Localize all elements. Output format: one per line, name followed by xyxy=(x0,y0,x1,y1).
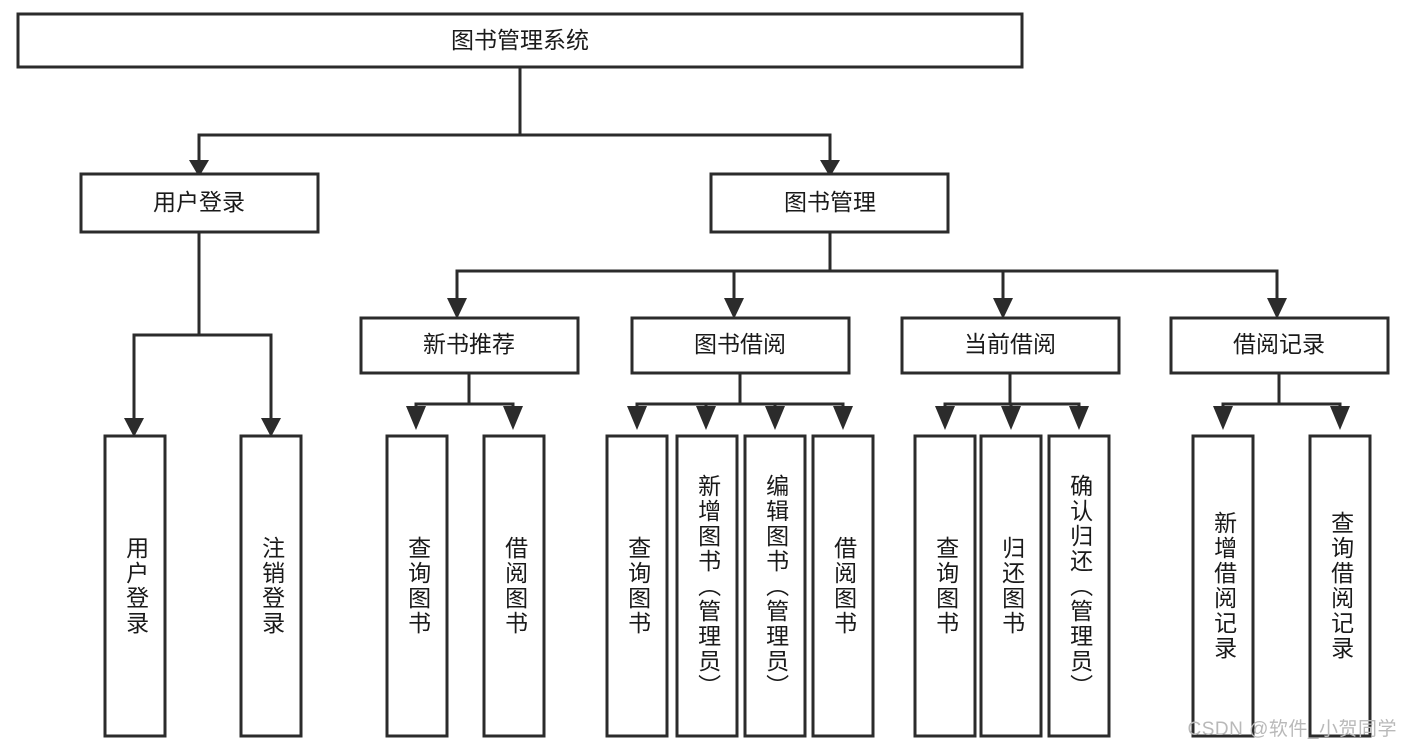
node-root-label: 图书管理系统 xyxy=(451,27,589,53)
node-book-management-label: 图书管理 xyxy=(784,189,876,215)
node-borrow-record[interactable] xyxy=(1169,316,1390,375)
node-user-login[interactable] xyxy=(79,172,320,234)
leaf-current-1[interactable] xyxy=(913,434,977,738)
leaf-borrow-1[interactable] xyxy=(605,434,669,738)
leaf-borrow-4[interactable] xyxy=(811,434,875,738)
leaf-current-2[interactable] xyxy=(979,434,1043,738)
node-current-borrow[interactable] xyxy=(900,316,1121,375)
csdn-watermark: CSDN @软件_小贺同学 xyxy=(1187,719,1397,740)
arrow-head-leaf-logout xyxy=(261,418,281,437)
arrow-head-recommend xyxy=(447,298,467,319)
node-book-borrow[interactable] xyxy=(630,316,851,375)
arrow-head-record xyxy=(1267,298,1287,319)
node-new-book-recommend-label: 新书推荐 xyxy=(423,331,515,357)
leaf-user-login-2[interactable] xyxy=(239,434,303,738)
arrow-head-leaf-bor-query xyxy=(627,406,647,430)
connector-group xyxy=(124,65,1350,437)
arrow-head-book-mgmt xyxy=(820,160,840,177)
arrow-head-leaf-bor-add xyxy=(696,406,716,430)
leaf-current-3[interactable] xyxy=(1047,434,1111,738)
arrow-head-leaf-rec-query xyxy=(406,406,426,430)
node-current-borrow-label: 当前借阅 xyxy=(964,331,1056,357)
arrow-head-leaf-rec-add xyxy=(1213,406,1233,430)
node-book-borrow-label: 图书借阅 xyxy=(694,331,786,357)
node-book-management[interactable] xyxy=(709,172,950,234)
leaf-recommend-1[interactable] xyxy=(385,434,449,738)
arrow-head-leaf-user-login xyxy=(124,418,144,437)
leaf-record-2[interactable] xyxy=(1308,434,1372,738)
arrow-head-leaf-cur-return xyxy=(1001,406,1021,430)
arrow-head-leaf-bor-edit xyxy=(765,406,785,430)
leaf-borrow-2[interactable] xyxy=(675,434,739,738)
node-root[interactable] xyxy=(16,12,1024,69)
leaf-user-login-1[interactable] xyxy=(103,434,167,738)
leaf-borrow-3[interactable] xyxy=(743,434,807,738)
arrow-head-current xyxy=(993,298,1013,319)
node-new-book-recommend[interactable] xyxy=(359,316,580,375)
arrow-head-leaf-rec-query xyxy=(1330,406,1350,430)
arrow-head-leaf-bor-lend xyxy=(833,406,853,430)
leaf-recommend-2[interactable] xyxy=(482,434,546,738)
arrow-head-user-login xyxy=(189,160,209,177)
arrow-head-leaf-cur-query xyxy=(935,406,955,430)
node-borrow-record-label: 借阅记录 xyxy=(1233,331,1325,357)
node-user-login-label: 用户登录 xyxy=(153,189,245,215)
arrow-head-leaf-cur-confirm xyxy=(1069,406,1089,430)
arrow-head-leaf-rec-borrow xyxy=(503,406,523,430)
leaf-record-1[interactable] xyxy=(1191,434,1255,738)
arrow-head-borrow xyxy=(724,298,744,319)
